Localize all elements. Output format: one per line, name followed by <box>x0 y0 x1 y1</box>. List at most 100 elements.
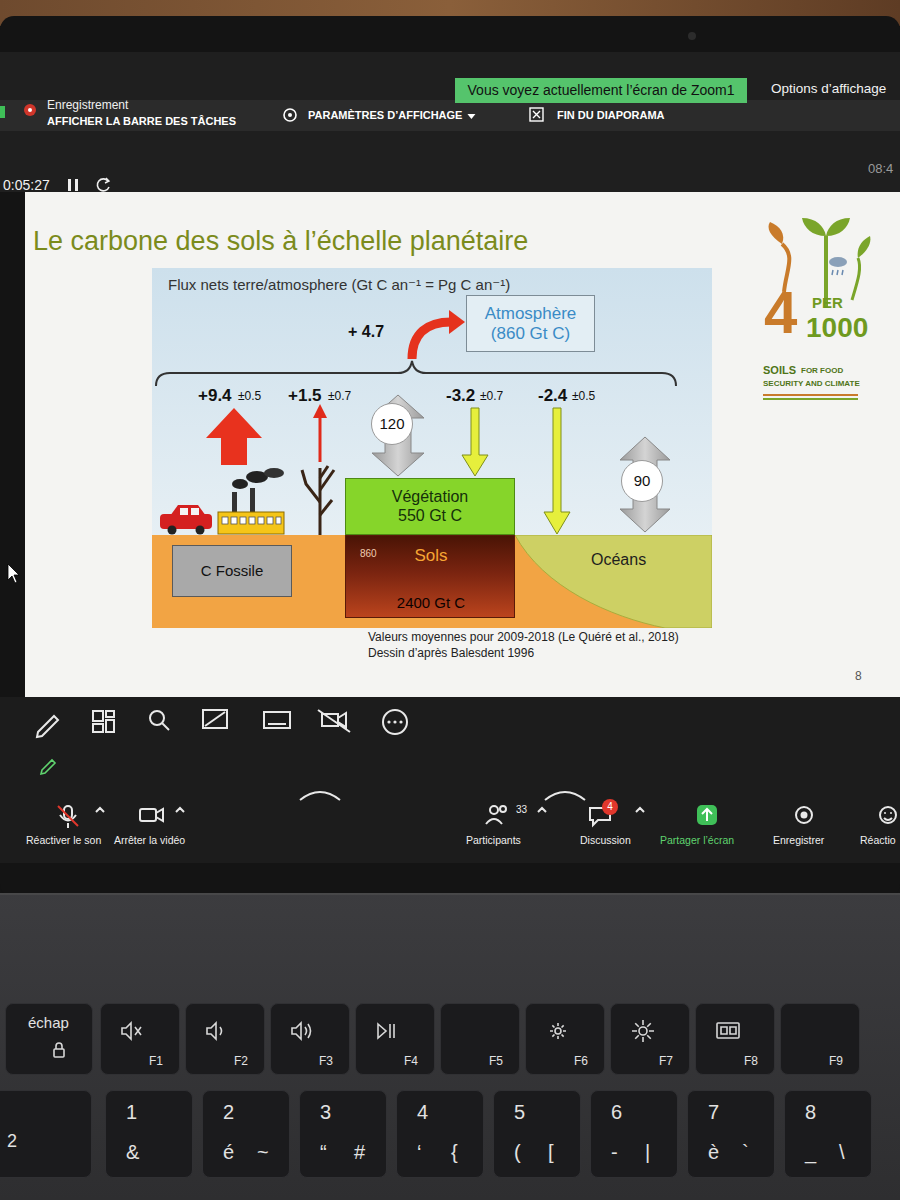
key-label: 1 <box>126 1101 137 1124</box>
clock: 08:4 <box>868 162 893 177</box>
toolbar-label: Participants <box>466 834 521 846</box>
node-label: 90 <box>634 472 651 489</box>
slide-title: Le carbone des sols à l’échelle planétai… <box>33 226 528 257</box>
fossil-carbon-box: C Fossile <box>172 545 292 597</box>
diagram-subtitle: Flux nets terre/atmosphere (Gt C an⁻¹ = … <box>168 276 510 293</box>
toolbar-label: Arrêter la vidéo <box>114 834 185 846</box>
key-label: F5 <box>489 1055 503 1069</box>
soil-box: 860Sols2400 Gt C <box>345 535 515 618</box>
key-icon <box>289 1018 323 1044</box>
logo-plants <box>763 218 870 399</box>
key-label: | <box>645 1141 650 1164</box>
key-icon <box>374 1018 408 1044</box>
key-label: F1 <box>149 1055 163 1069</box>
key-label: échap <box>28 1014 69 1031</box>
keyboard-key: échap <box>5 1003 93 1075</box>
key-label: ` <box>742 1141 749 1164</box>
toolbar-label: Réactiver le son <box>26 834 101 846</box>
keyboard-key: 3 “ # <box>299 1090 387 1178</box>
dead-tree <box>302 466 334 535</box>
key-label: _ <box>805 1141 816 1164</box>
keyboard-key: F6 <box>525 1003 605 1075</box>
keyboard-key: 2 é ~ <box>202 1090 290 1178</box>
key-label: [ <box>548 1141 554 1164</box>
key-label: 3 <box>320 1101 331 1124</box>
node-label: (860 Gt C) <box>491 324 570 344</box>
node-label: 120 <box>379 415 404 432</box>
toolbar-label: Discussion <box>580 834 631 846</box>
keyboard-key: 4‘{ <box>396 1090 484 1178</box>
key-label: F2 <box>234 1055 248 1069</box>
key-label: ( <box>514 1141 521 1164</box>
logo-text: SECURITY AND CLIMATE <box>763 379 860 388</box>
key-label: { <box>451 1141 458 1164</box>
timer: 0:05:27 <box>3 177 50 193</box>
carbon-illustration <box>152 268 712 628</box>
flux-value: +9.4 <box>198 386 232 406</box>
key-label: 5 <box>514 1101 525 1124</box>
flux-value: + 4.7 <box>348 323 384 341</box>
key-icon <box>544 1018 578 1044</box>
node-label: Atmosphère <box>485 304 577 324</box>
zoom-top-bar <box>0 52 900 192</box>
keyboard-key: 6-| <box>590 1090 678 1178</box>
node-label: Océans <box>591 551 646 569</box>
participant-count: 33 <box>516 804 527 816</box>
key-label: F4 <box>404 1055 418 1069</box>
keyboard-key: 7è` <box>687 1090 775 1178</box>
keyboard-key: F2 <box>185 1003 265 1075</box>
key-icon <box>629 1018 663 1044</box>
key-label: F3 <box>319 1055 333 1069</box>
keyboard-key: F8 <box>695 1003 775 1075</box>
key-icon <box>714 1018 748 1044</box>
keyboard-key: F1 <box>100 1003 180 1075</box>
menu-item: FIN DU DIAPORAMA <box>557 109 665 122</box>
vegetation-box: Végétation550 Gt C <box>345 478 515 535</box>
keyboard-key: F9 <box>780 1003 860 1075</box>
flux-uncertainty: ±0.5 <box>238 390 261 404</box>
flux-uncertainty: ±0.7 <box>328 390 351 404</box>
logo-text: 1000 <box>806 312 868 344</box>
flux-circle: 90 <box>621 460 663 502</box>
mouse-cursor <box>8 564 19 583</box>
logo-text: FOR FOOD <box>801 366 843 375</box>
menu-item: PARAMÈTRES D’AFFICHAGE <box>308 109 462 122</box>
keyboard-key: F7 <box>610 1003 690 1075</box>
key-label: ~ <box>257 1141 269 1164</box>
zoom-bottom-bar <box>0 697 900 863</box>
key-label: 6 <box>611 1101 622 1124</box>
logo-text: 4 <box>764 278 797 347</box>
keyboard-key: F4 <box>355 1003 435 1075</box>
toolbar-label: Réactio <box>860 834 896 846</box>
source-note: Valeurs moyennes pour 2009-2018 (Le Quér… <box>368 631 679 645</box>
key-label: 4 <box>417 1101 428 1124</box>
atmosphere-box: Atmosphère(860 Gt C) <box>466 295 595 352</box>
key-icon <box>204 1018 238 1044</box>
key-icon <box>119 1018 153 1044</box>
screen-share-banner: Vous voyez actuellement l’écran de Zoom1 <box>455 78 747 103</box>
node-label: Vous voyez actuellement l’écran de Zoom1 <box>468 82 735 98</box>
key-label: F7 <box>659 1055 673 1069</box>
node-label: 4 <box>607 801 613 813</box>
page-number: 8 <box>855 670 862 684</box>
flux-uncertainty: ±0.5 <box>572 390 595 404</box>
key-label: F8 <box>744 1055 758 1069</box>
node-label: 2400 Gt C <box>397 594 465 611</box>
flux-value: -2.4 <box>538 386 567 406</box>
flux-uncertainty: ±0.7 <box>480 390 503 404</box>
factory-icon <box>218 468 284 534</box>
key-label: é <box>223 1141 234 1164</box>
toolbar-label: Partager l’écran <box>660 834 734 846</box>
menu-item: AFFICHER LA BARRE DES TÂCHES <box>47 115 236 128</box>
key-label: 2 <box>223 1101 234 1124</box>
recording-label: Enregistrement <box>47 99 128 113</box>
node-label: C Fossile <box>201 562 264 579</box>
flux-value: -3.2 <box>446 386 475 406</box>
logo-text: PER <box>812 294 843 311</box>
key-label: \ <box>839 1141 845 1164</box>
key-label: F6 <box>574 1055 588 1069</box>
key-label: # <box>354 1141 365 1164</box>
key-label: “ <box>320 1141 327 1164</box>
node-label: 550 Gt C <box>398 507 462 525</box>
key-label: 7 <box>708 1101 719 1124</box>
